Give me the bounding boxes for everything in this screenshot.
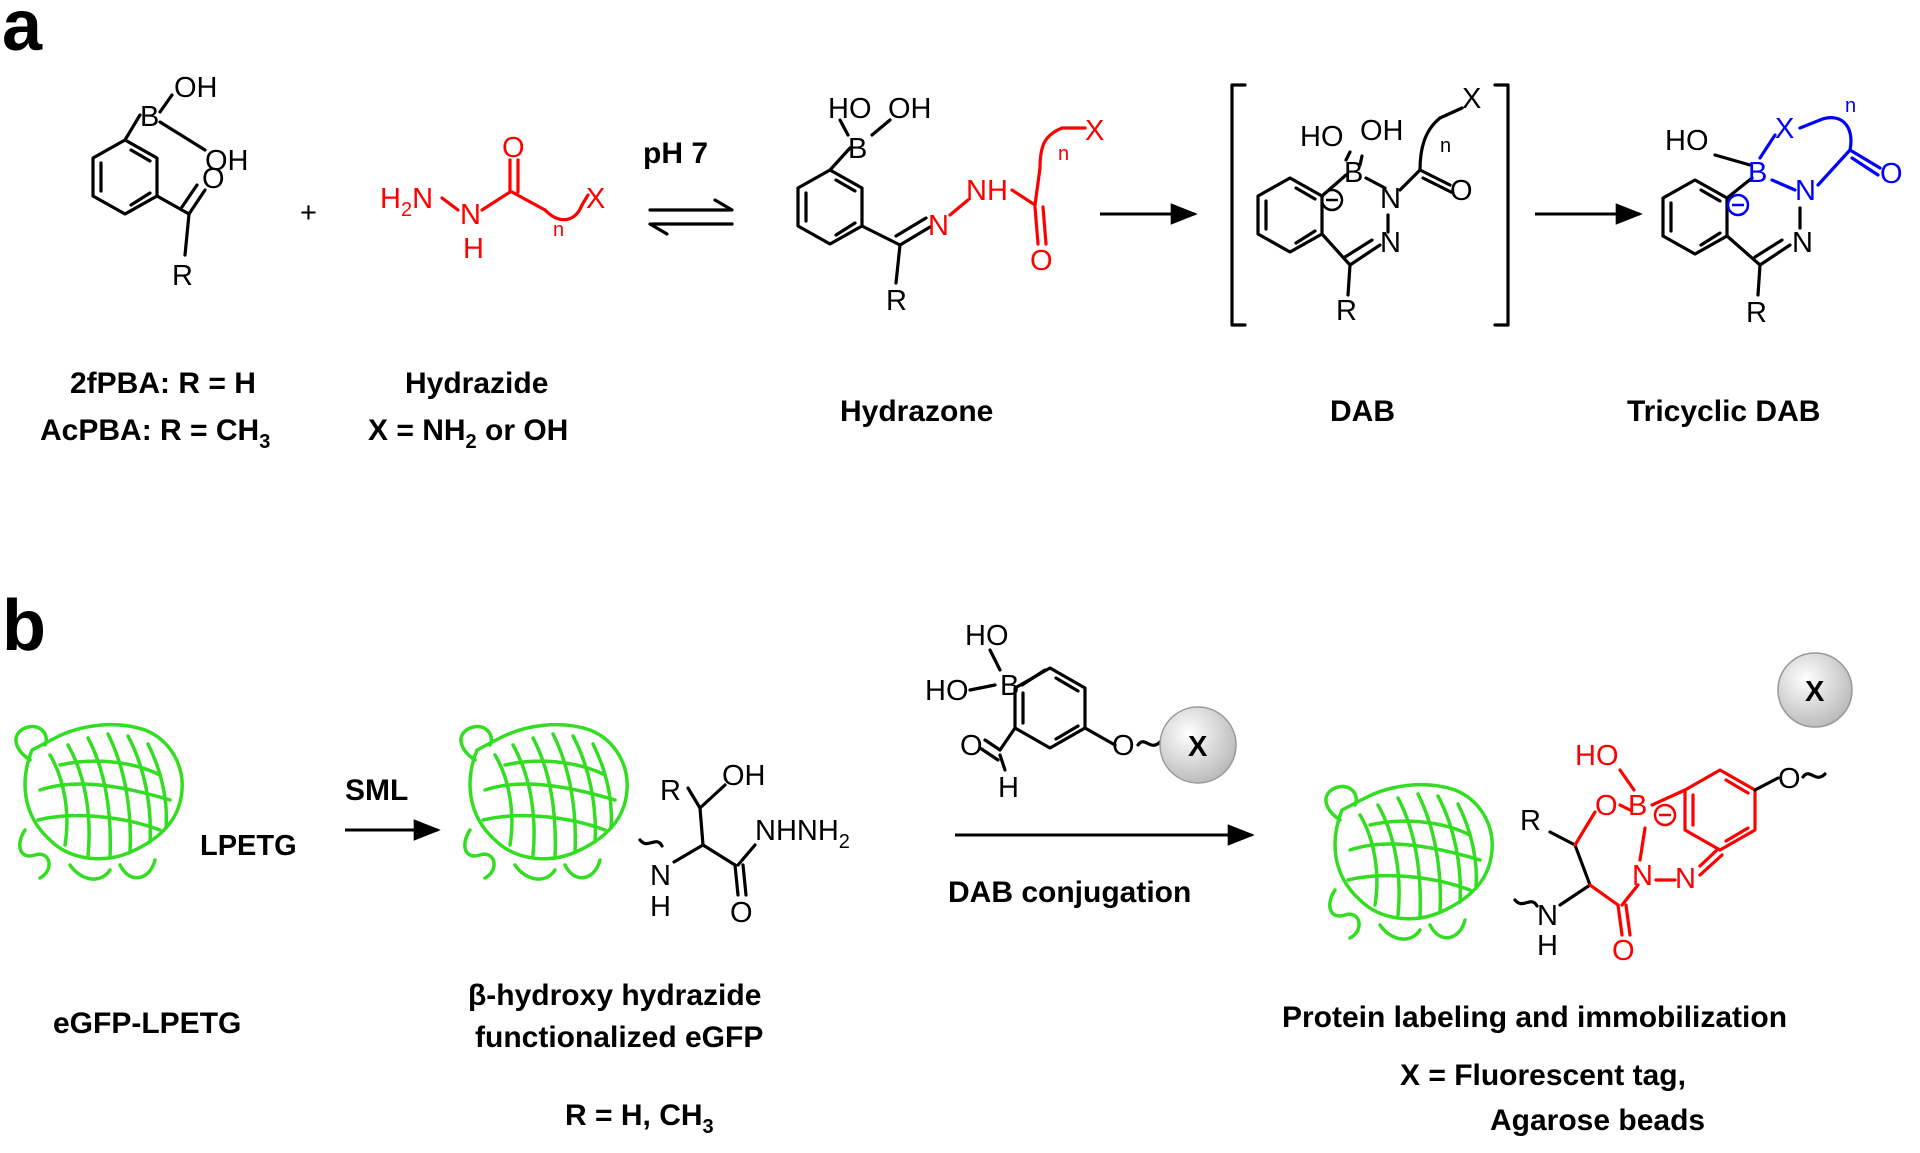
- protein-egfp-3: [1324, 782, 1494, 941]
- svg-text:N: N: [1537, 900, 1558, 932]
- svg-text:B: B: [1628, 790, 1647, 822]
- svg-text:N: N: [1795, 175, 1816, 207]
- svg-text:N: N: [460, 199, 481, 231]
- structure-dab: B HO OH N N R O n X: [1230, 83, 1510, 327]
- panel-label-a: a: [2, 0, 43, 66]
- svg-text:N: N: [650, 860, 671, 892]
- svg-text:B: B: [848, 133, 867, 165]
- svg-text:O: O: [960, 730, 983, 762]
- svg-text:O: O: [1030, 245, 1053, 277]
- reagent1-caption-line1: 2fPBA: R = H: [70, 367, 256, 400]
- svg-text:R: R: [886, 285, 907, 317]
- reagent2-caption-line1: Hydrazide: [405, 367, 548, 400]
- plus-sign: +: [300, 197, 317, 229]
- svg-text:B: B: [1748, 157, 1767, 189]
- svg-text:H2N: H2N: [380, 183, 433, 221]
- structure-boronic-acid-reagent: HO HO B O H O X: [925, 620, 1237, 804]
- svg-text:n: n: [1058, 143, 1069, 165]
- svg-text:X: X: [1085, 115, 1104, 147]
- svg-text:N: N: [1380, 227, 1401, 259]
- svg-text:OH: OH: [888, 93, 932, 125]
- svg-text:NH: NH: [966, 175, 1008, 207]
- intermediate-caption-line2: functionalized eGFP: [475, 1021, 763, 1054]
- x-circle-2: X: [1777, 652, 1853, 728]
- svg-text:R: R: [660, 775, 681, 807]
- r-definition: R = H, CH3: [565, 1099, 714, 1138]
- svg-text:n: n: [1440, 135, 1451, 157]
- svg-text:B: B: [140, 101, 159, 133]
- equilibrium-arrow: [648, 198, 734, 236]
- x-definition-line1: X = Fluorescent tag,: [1400, 1059, 1686, 1092]
- structure-tricyclic-dab: HO B X n O N N R: [1661, 95, 1903, 329]
- svg-text:OH: OH: [722, 760, 766, 792]
- svg-text:N: N: [928, 210, 949, 242]
- x-definition-line2: Agarose beads: [1490, 1104, 1705, 1137]
- product-caption: Protein labeling and immobilization: [1282, 1001, 1787, 1034]
- svg-text:n: n: [553, 219, 564, 241]
- svg-text:O: O: [1612, 935, 1635, 967]
- protein-egfp-1: [14, 722, 184, 881]
- svg-text:N: N: [1380, 183, 1401, 215]
- structure-labeled-product: N H R O B HO O N N O: [1513, 740, 1827, 967]
- svg-text:O: O: [1112, 730, 1135, 762]
- structure-hydrazone: B HO OH R N NH O n X: [796, 93, 1104, 317]
- structure-hydrazide: H2N N H O n X: [380, 132, 605, 265]
- svg-text:HO: HO: [828, 93, 872, 125]
- svg-text:HO: HO: [1665, 125, 1709, 157]
- svg-text:X: X: [1462, 83, 1481, 115]
- condition-label: pH 7: [643, 137, 708, 170]
- tricyclic-dab-caption: Tricyclic DAB: [1627, 395, 1820, 428]
- reagent1-caption-line2: AcPBA: R = CH3: [40, 414, 270, 453]
- svg-text:HO: HO: [925, 675, 969, 707]
- structure-beta-hydroxy-hydrazide: N H R OH O NHNH2: [638, 760, 850, 929]
- svg-text:HO: HO: [965, 620, 1009, 652]
- svg-text:X: X: [586, 183, 605, 215]
- x-circle-1-label: X: [1188, 731, 1208, 763]
- svg-text:N: N: [1675, 863, 1696, 895]
- svg-text:OH: OH: [174, 72, 218, 104]
- dab-caption: DAB: [1330, 395, 1395, 428]
- svg-text:n: n: [1845, 95, 1856, 117]
- svg-text:N: N: [1792, 227, 1813, 259]
- svg-text:R: R: [1336, 295, 1357, 327]
- reagent2-caption-line2: X = NH2 or OH: [368, 414, 568, 453]
- svg-text:N: N: [1632, 860, 1653, 892]
- svg-text:O: O: [1595, 790, 1618, 822]
- svg-text:O: O: [1880, 158, 1903, 190]
- protein-egfp-2: [459, 722, 629, 881]
- svg-text:R: R: [172, 260, 193, 292]
- svg-text:X: X: [1775, 113, 1794, 145]
- svg-text:O: O: [1778, 763, 1801, 795]
- svg-text:NHNH2: NHNH2: [755, 815, 850, 853]
- svg-text:OH: OH: [205, 145, 249, 177]
- structure-2fpba: B OH OH O R: [91, 72, 249, 292]
- svg-text:O: O: [502, 132, 525, 164]
- x-circle-2-label: X: [1805, 676, 1825, 708]
- svg-text:O: O: [202, 163, 225, 195]
- svg-text:H: H: [463, 233, 484, 265]
- svg-text:H: H: [998, 772, 1019, 804]
- svg-text:O: O: [1450, 175, 1473, 207]
- protein-caption: eGFP-LPETG: [53, 1007, 241, 1040]
- svg-text:H: H: [650, 891, 671, 923]
- svg-text:R: R: [1746, 297, 1767, 329]
- step1-label: SML: [345, 774, 408, 807]
- svg-text:H: H: [1537, 930, 1558, 962]
- hydrazone-caption: Hydrazone: [840, 395, 993, 428]
- panel-label-b: b: [2, 586, 46, 666]
- intermediate-caption-line1: β-hydroxy hydrazide: [468, 979, 761, 1012]
- svg-text:HO: HO: [1300, 121, 1344, 153]
- step2-label: DAB conjugation: [948, 876, 1191, 909]
- svg-text:OH: OH: [1360, 115, 1404, 147]
- lpetg-tag-label: LPETG: [200, 830, 297, 862]
- svg-text:HO: HO: [1575, 740, 1619, 772]
- svg-text:R: R: [1520, 805, 1541, 837]
- svg-text:O: O: [730, 897, 753, 929]
